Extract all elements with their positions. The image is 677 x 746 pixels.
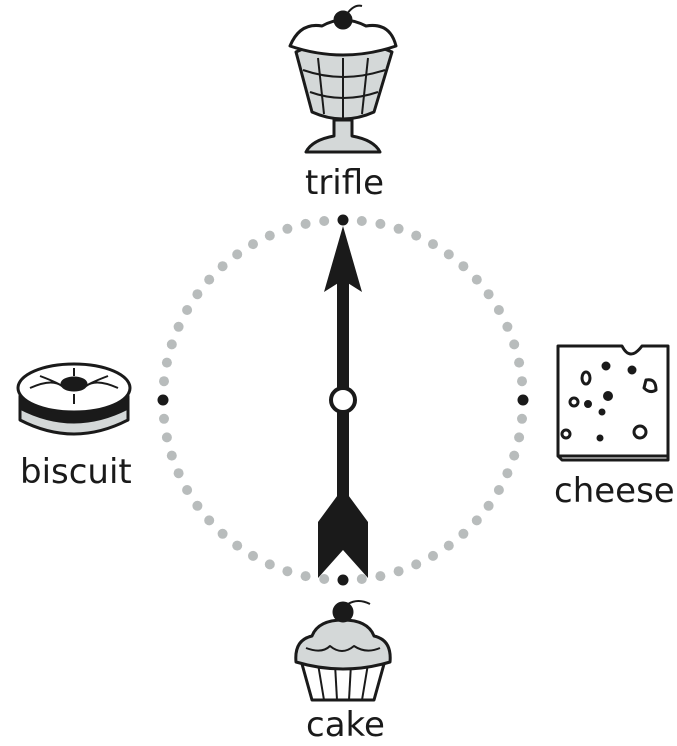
option-label-cheese: cheese: [554, 471, 675, 511]
ring-dot: [443, 249, 454, 260]
ring-dot: [471, 515, 482, 526]
ring-dot: [264, 230, 275, 241]
ring-dot: [458, 261, 469, 272]
compass-point-right: [517, 394, 529, 406]
ring-dot: [166, 339, 177, 350]
ring-dot: [443, 540, 454, 551]
ring-dot: [204, 274, 215, 285]
option-label-trifle: trifle: [305, 163, 385, 203]
ring-dot: [393, 223, 404, 234]
ring-dot: [159, 413, 169, 424]
ring-dot: [173, 321, 184, 332]
compass-point-left: [157, 394, 169, 406]
ring-dot: [232, 540, 243, 551]
ring-dot: [192, 500, 203, 511]
ring-dot: [161, 357, 172, 368]
ring-dot: [517, 413, 527, 424]
option-label-cake: cake: [306, 705, 385, 745]
option-label-biscuit: biscuit: [20, 452, 132, 492]
ring-dot: [232, 249, 243, 260]
cupcake-icon: [294, 600, 392, 702]
ring-dot: [393, 566, 404, 577]
ring-dot: [483, 289, 494, 300]
ring-dot: [514, 432, 525, 443]
ring-dot: [471, 274, 482, 285]
ring-dot: [217, 528, 228, 539]
compass-point-top: [337, 214, 349, 226]
trifle-icon: [288, 4, 398, 154]
ring-dot: [428, 239, 438, 250]
biscuit-icon: [16, 362, 132, 436]
ring-dot: [166, 450, 177, 461]
ring-dot: [502, 321, 513, 332]
ring-dot: [192, 289, 203, 300]
ring-dot: [182, 485, 193, 495]
ring-dot: [282, 223, 293, 234]
ring-dot: [159, 376, 169, 387]
dotted-circle: [159, 216, 527, 584]
ring-dot: [411, 230, 422, 241]
ring-dot: [319, 574, 330, 584]
ring-dot: [356, 574, 367, 584]
ring-dot: [248, 550, 258, 561]
arrow-head: [324, 226, 362, 292]
ring-dot: [161, 432, 172, 443]
compass-point-bottom: [337, 574, 349, 586]
cheese-icon: [556, 344, 670, 462]
ring-dot: [217, 261, 228, 272]
ring-dot: [517, 376, 527, 387]
ring-dot: [300, 218, 311, 229]
ring-dot: [428, 550, 438, 561]
ring-dot: [502, 468, 513, 479]
ring-dot: [493, 485, 504, 495]
ring-dot: [411, 559, 422, 570]
ring-dot: [483, 500, 494, 511]
ring-dot: [282, 566, 293, 577]
ring-dot: [493, 305, 504, 315]
ring-dot: [204, 515, 215, 526]
spinner-arrow[interactable]: [318, 226, 368, 578]
ring-dot: [319, 216, 330, 226]
ring-dot: [375, 218, 386, 229]
arrow-fletching: [318, 488, 368, 578]
ring-dot: [509, 339, 520, 350]
arrow-pivot: [329, 386, 357, 414]
ring-dot: [514, 357, 525, 368]
ring-dot: [356, 216, 367, 226]
ring-dot: [264, 559, 275, 570]
ring-dot: [458, 528, 469, 539]
ring-dot: [375, 571, 386, 582]
ring-dot: [248, 239, 258, 250]
ring-dot: [182, 305, 193, 315]
ring-dot: [509, 450, 520, 461]
ring-dot: [173, 468, 184, 479]
ring-dot: [300, 571, 311, 582]
